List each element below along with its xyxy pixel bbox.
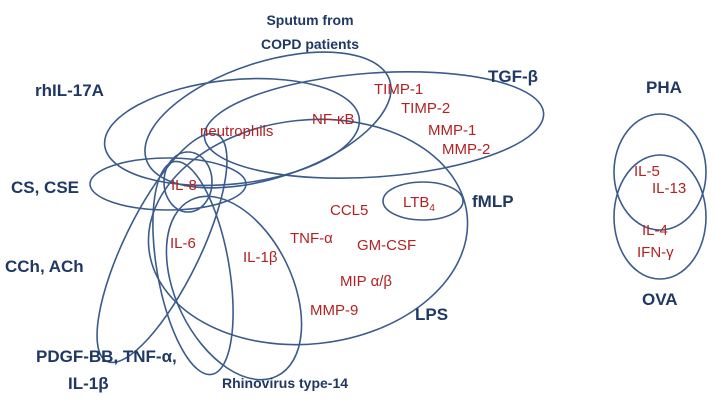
- ltb4-subscript: 4: [429, 203, 435, 214]
- mmp9-label: MMP-9: [310, 302, 358, 319]
- ifng-label: IFN-γ: [637, 244, 674, 261]
- pdgf-label-line2: IL-1β: [68, 374, 109, 393]
- tgfb-oval: [203, 70, 545, 180]
- ltb4-main: LTB: [403, 194, 429, 211]
- tgfb-label: TGF-β: [488, 67, 538, 86]
- il8-label: IL-8: [171, 177, 197, 194]
- timp2-label: TIMP-2: [401, 100, 450, 117]
- il8-oval: [163, 151, 213, 213]
- pdgf-oval: [152, 160, 234, 376]
- rhinovirus-oval: [165, 195, 303, 381]
- rhinovirus-label: Rhinovirus type-14: [222, 375, 348, 391]
- timp1-label: TIMP-1: [374, 81, 423, 98]
- mmp2-label: MMP-2: [442, 141, 490, 158]
- cch-ach-oval: [96, 132, 228, 364]
- ova-oval: [613, 154, 707, 280]
- il4-label: IL-4: [642, 222, 668, 239]
- il1b-label: IL-1β: [243, 249, 278, 266]
- ccl5-label: CCL5: [330, 202, 368, 219]
- neutrophils-label: neutrophils: [200, 123, 273, 140]
- pdgf-label-line1: PDGF-BB, TNF-α,: [36, 347, 177, 366]
- pha-label: PHA: [646, 78, 682, 97]
- fmlp-oval: [382, 181, 464, 221]
- gmcsf-label: GM-CSF: [357, 237, 416, 254]
- il5-label: IL-5: [634, 163, 660, 180]
- sputum-label-line1: Sputum from: [266, 12, 353, 28]
- mip-label: MIP α/β: [340, 273, 392, 290]
- tnfa-label: TNF-α: [290, 230, 333, 247]
- rhil17a-label: rhIL-17A: [35, 81, 104, 100]
- fmlp-label: fMLP: [472, 192, 514, 211]
- pha-oval: [613, 113, 707, 231]
- cch-ach-label: CCh, ACh: [5, 257, 84, 276]
- sputum-label-line2: COPD patients: [261, 36, 359, 52]
- rhil17a-oval: [103, 77, 361, 187]
- il6-label: IL-6: [170, 235, 196, 252]
- ltb4-label: LTB4: [403, 194, 435, 214]
- il13-label: IL-13: [652, 180, 686, 197]
- lps-label: LPS: [415, 305, 448, 324]
- lps-oval: [147, 118, 469, 346]
- ova-label: OVA: [642, 290, 678, 309]
- cs-cse-oval: [89, 157, 247, 211]
- nfkb-label: NF-κB: [312, 111, 355, 128]
- mmp1-label: MMP-1: [428, 122, 476, 139]
- cs-cse-label: CS, CSE: [11, 178, 79, 197]
